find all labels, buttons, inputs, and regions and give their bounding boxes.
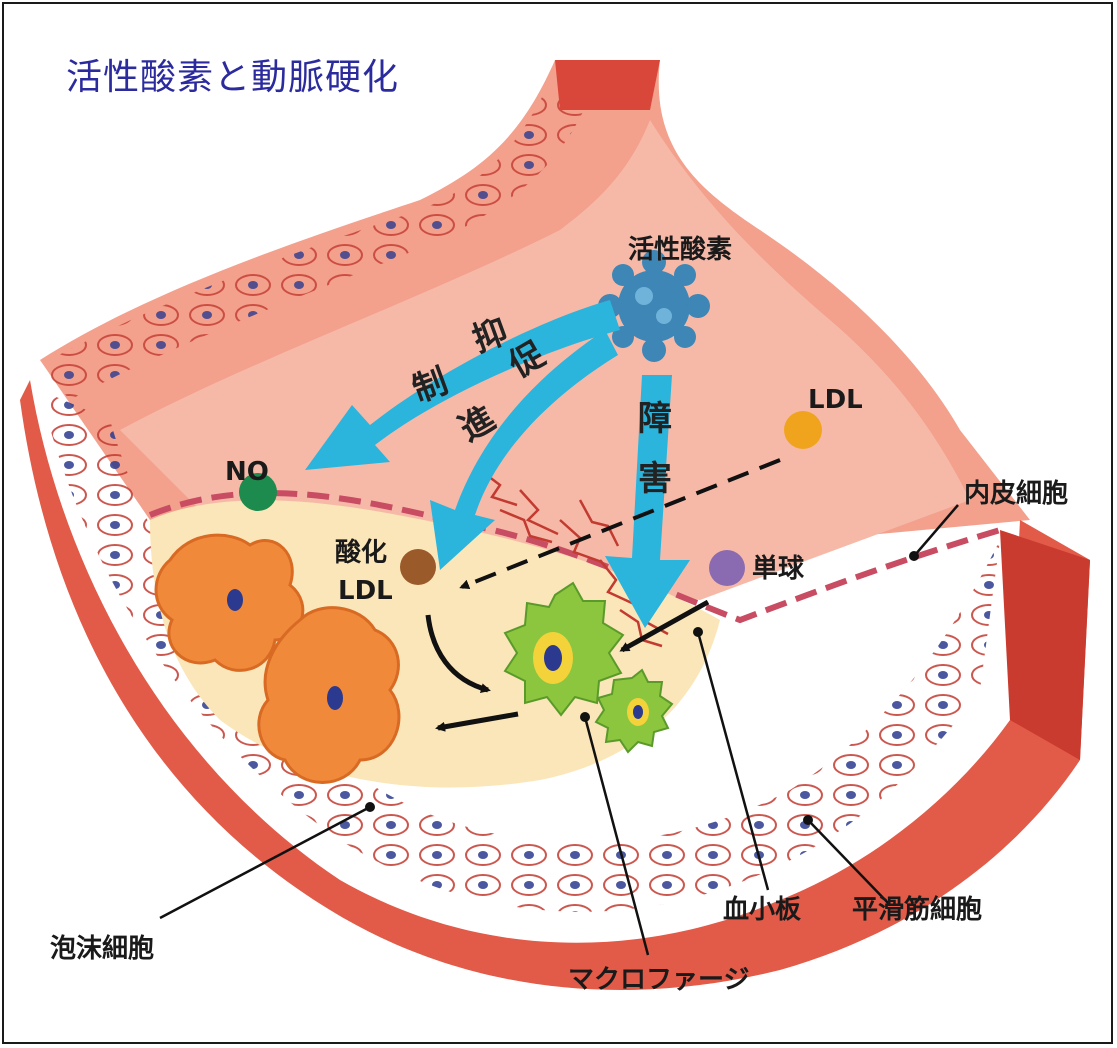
label-ldl: LDL (808, 385, 863, 415)
label-no: NO (225, 457, 269, 487)
ldl-particle (784, 411, 822, 449)
monocyte-cell (709, 550, 745, 586)
label-monocyte: 単球 (752, 554, 805, 584)
figure-title: 活性酸素と動脈硬化 (66, 48, 399, 100)
label-endothelial-cell: 内皮細胞 (964, 478, 1068, 509)
vessel-cut-face (555, 60, 660, 110)
arrow-label-damage-1: 障 (638, 399, 672, 439)
label-smooth-muscle-cell: 平滑筋細胞 (852, 894, 982, 925)
oxidized-ldl-particle (400, 549, 436, 585)
label-oxidized-ldl-1: 酸化 (335, 538, 387, 568)
label-macrophage: マクロファージ (568, 965, 749, 995)
label-ros: 活性酸素 (628, 235, 732, 265)
label-platelet: 血小板 (723, 895, 801, 925)
label-oxidized-ldl-2: LDL (338, 576, 393, 606)
label-foam-cell: 泡沫細胞 (50, 933, 154, 964)
vessel (20, 60, 1090, 990)
arrow-label-damage-2: 害 (638, 459, 672, 499)
